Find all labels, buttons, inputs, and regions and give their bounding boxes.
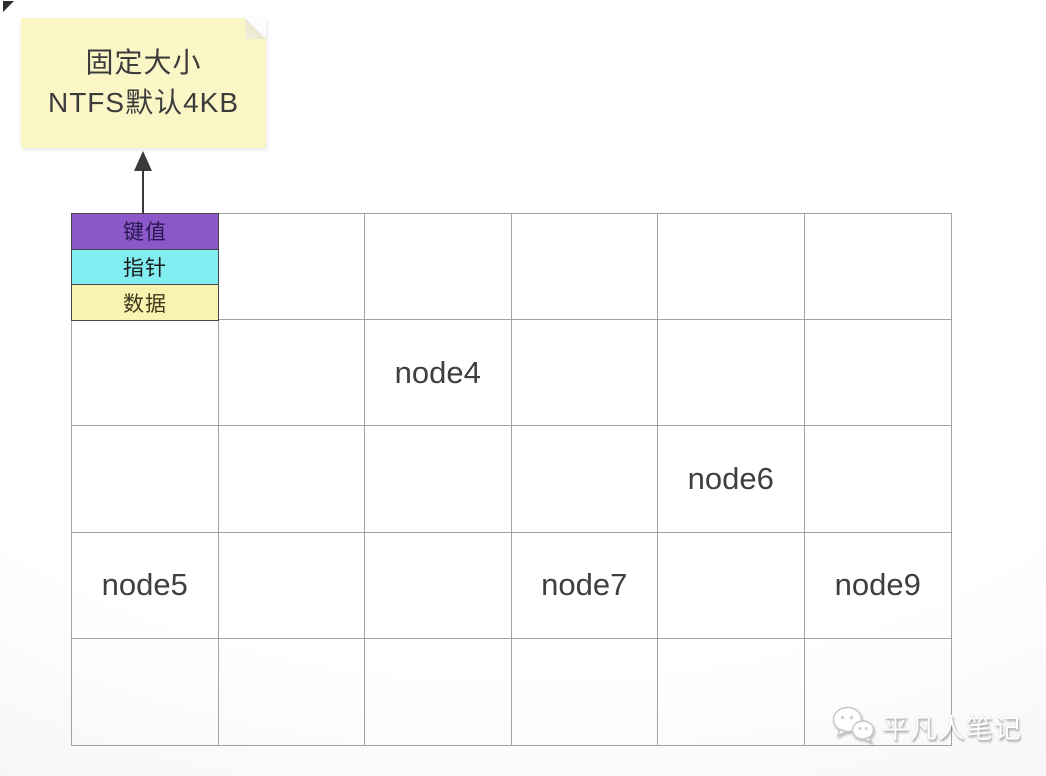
grid-cell-r4c4: node7	[511, 532, 658, 639]
corner-mark	[3, 1, 14, 12]
grid-cell-r5c5	[658, 638, 805, 745]
grid-cell-r1c4	[511, 214, 658, 321]
grid-cell-r4c5	[658, 532, 805, 639]
grid-cell-r3c1	[72, 426, 219, 533]
grid-cell-r1c2	[218, 214, 365, 321]
grid-cell-r3c2	[218, 426, 365, 533]
grid-cell-r4c3	[365, 532, 512, 639]
node-label-node5: node5	[101, 567, 188, 603]
wechat-icon	[832, 706, 875, 745]
grid-cell-r2c6	[804, 320, 951, 427]
grid-cell-r1c6	[804, 214, 951, 321]
legend-pointer-band: 指针	[72, 248, 218, 286]
grid-cell-r4c6: node9	[804, 533, 951, 639]
grid-cell-r2c3: node4	[365, 320, 512, 427]
grid-cell-r5c4	[512, 638, 658, 745]
node-label-node4: node4	[394, 354, 481, 390]
sticky-note: 固定大小 NTFS默认4KB	[21, 18, 266, 148]
grid-cell-r4c1: node5	[72, 532, 219, 639]
watermark: 平凡人笔记	[831, 705, 1022, 747]
grid-cell-r3c6	[804, 426, 951, 533]
grid-cell-r1c5	[658, 214, 805, 321]
watermark-text: 平凡人笔记	[882, 713, 1022, 744]
grid-cell-r2c1	[72, 320, 219, 427]
note-text-line1: 固定大小	[85, 47, 202, 78]
node-label-node7: node7	[541, 567, 628, 603]
cell-structure-legend: 键值 指针 数据	[71, 213, 219, 321]
note-text-line2: NTFS默认4KB	[47, 87, 240, 118]
legend-key-band: 键值	[72, 214, 218, 249]
grid-cell-r5c2	[219, 638, 365, 745]
grid-cell-r2c2	[218, 320, 365, 427]
grid-cell-r5c3	[365, 638, 512, 745]
grid-cell-r5c1	[72, 638, 219, 745]
grid-cell-r3c4	[511, 426, 658, 533]
legend-data-band: 数据	[72, 285, 218, 321]
grid-cell-r3c5: node6	[658, 426, 805, 533]
grid-cell-r1c3	[365, 214, 512, 321]
grid-cell-r4c2	[218, 532, 365, 639]
arrow-line	[142, 169, 144, 214]
arrow-up-icon	[134, 151, 152, 171]
grid-cell-r3c3	[365, 426, 512, 533]
grid-cell-r2c4	[511, 320, 658, 427]
node-label-node9: node9	[834, 567, 921, 603]
grid-cell-r2c5	[658, 320, 805, 427]
node-label-node6: node6	[687, 460, 774, 496]
